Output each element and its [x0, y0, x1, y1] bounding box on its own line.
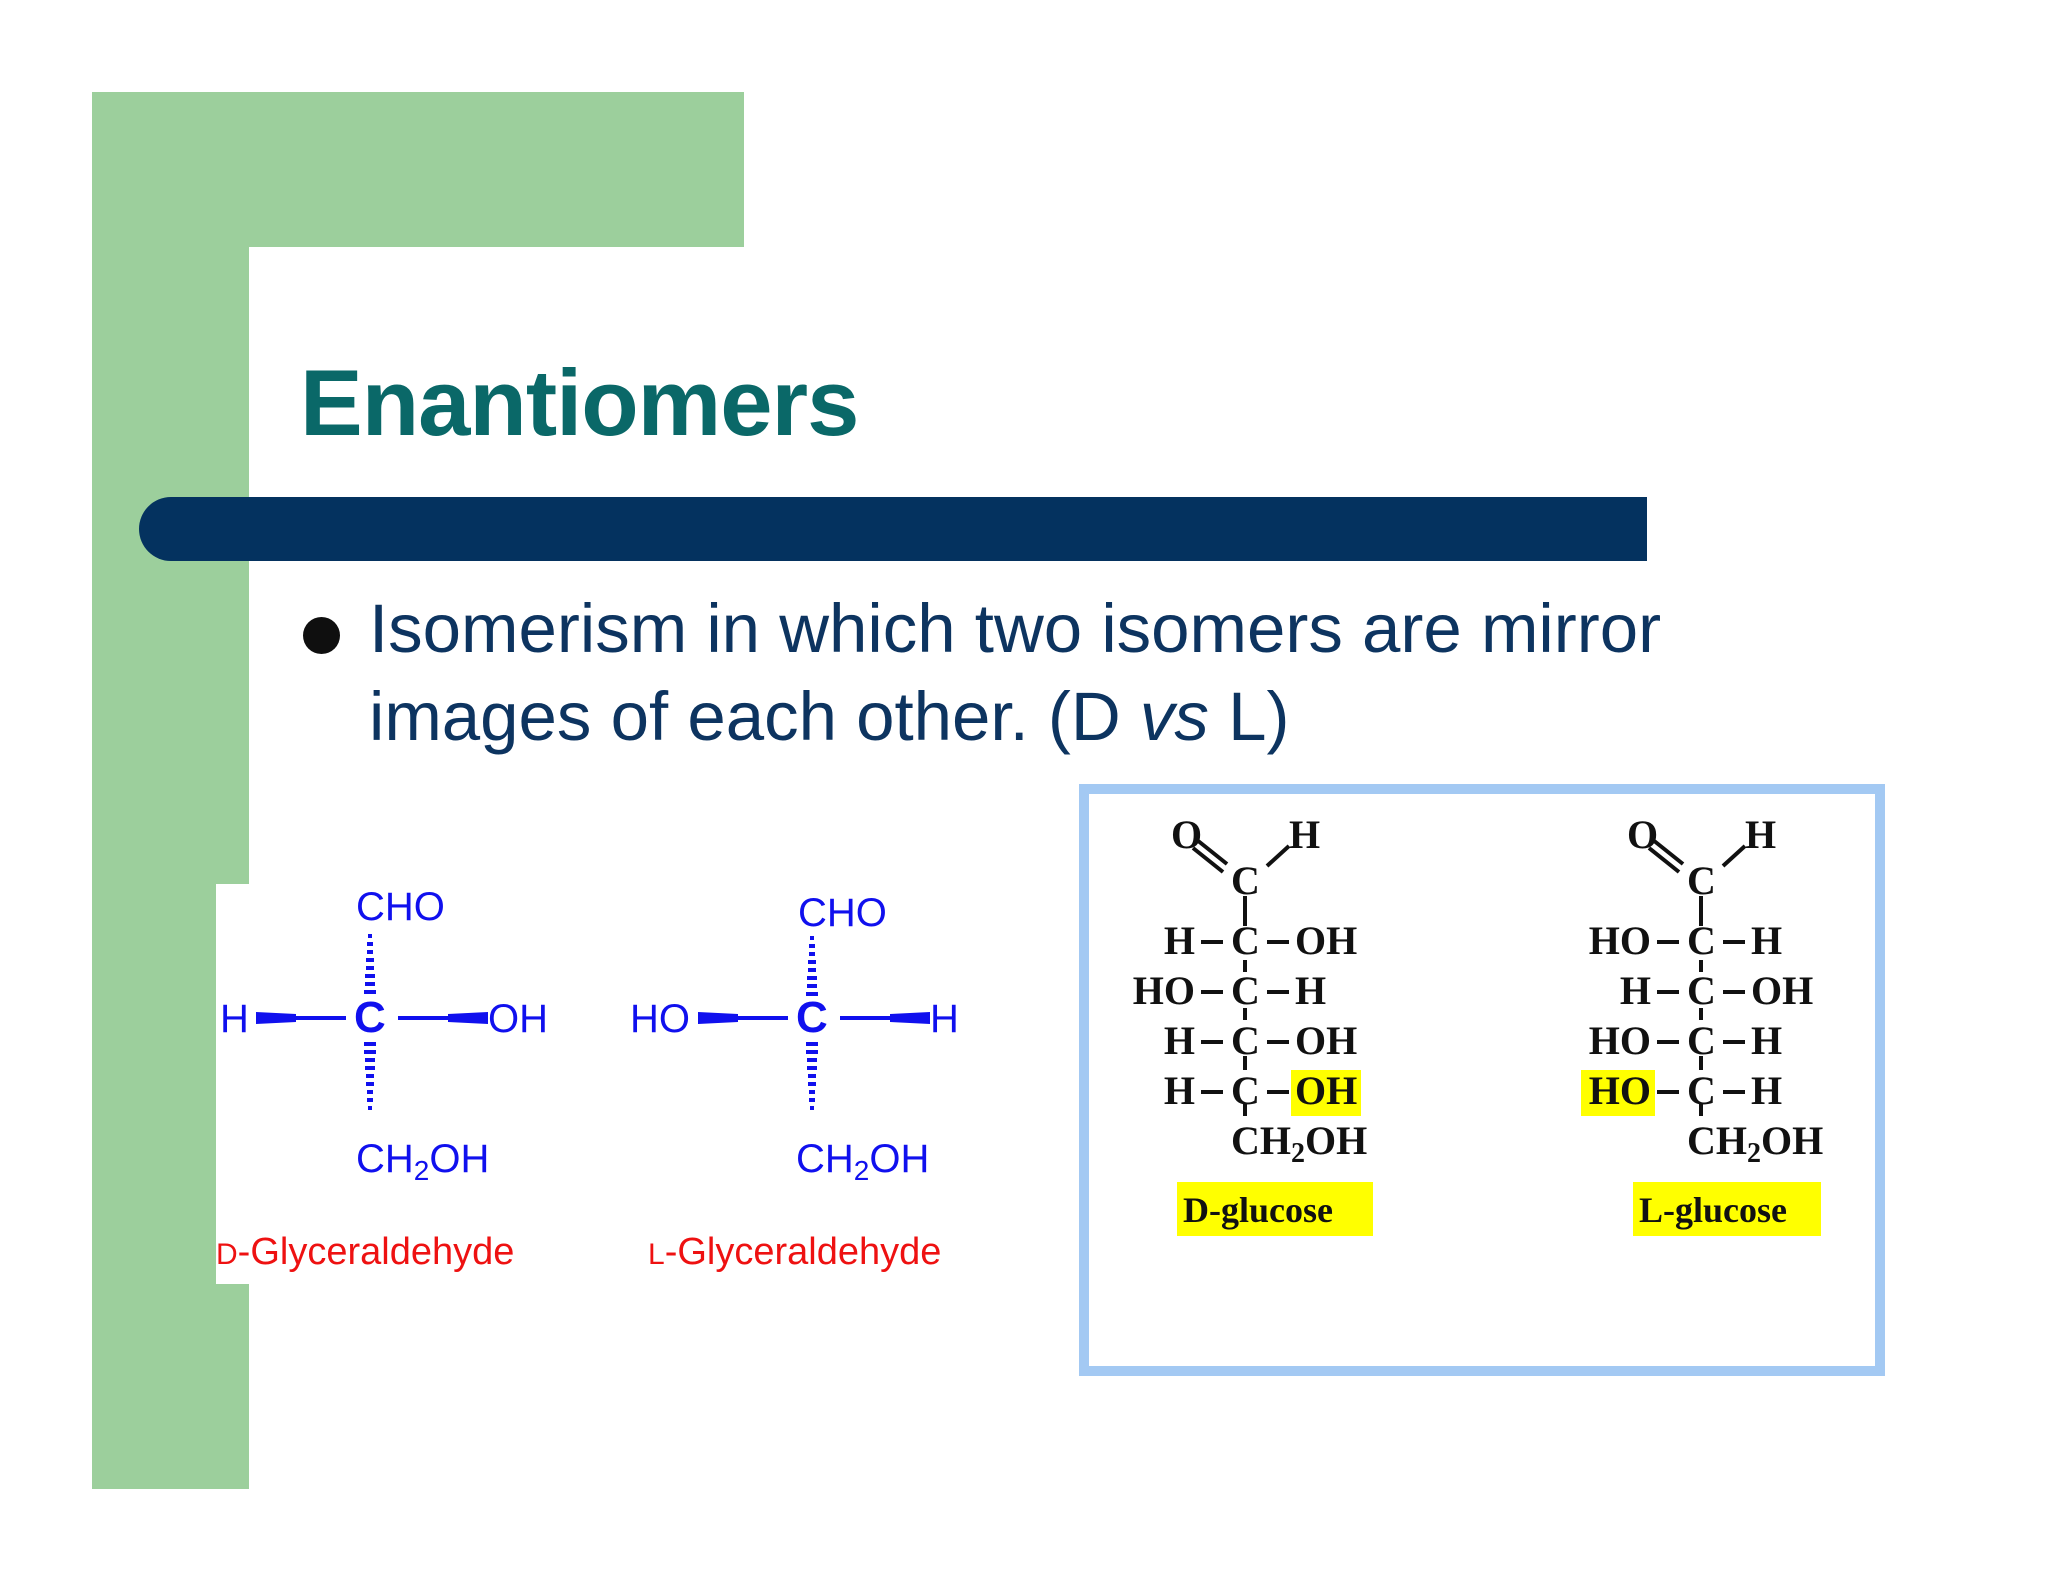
row-right-label: OH — [1751, 968, 1813, 1013]
hashed-bond-up — [364, 934, 376, 994]
glyceraldehyde-panel: CHO C H OH CH2OH D- — [216, 884, 996, 1284]
glyceraldehyde-diagram: CHO C H OH CH2OH D- — [216, 885, 959, 1273]
wedge-bond-left-line — [738, 1016, 788, 1020]
row-center-label: C — [1687, 1018, 1716, 1063]
row-right-label: H — [1751, 1068, 1782, 1113]
carbonyl-bonds — [1191, 838, 1291, 1116]
row-left-label: H — [1620, 968, 1651, 1013]
l-glyceraldehyde-name: L-Glyceraldehyde — [648, 1231, 941, 1273]
row-left-label: HO — [1589, 918, 1651, 963]
row-center-label: C — [1687, 1068, 1716, 1113]
row-left-label: HO — [1589, 1068, 1651, 1113]
bullet-text-end: L) — [1208, 678, 1290, 755]
bottom-group-label: CH2OH — [356, 1137, 489, 1186]
green-accent-left — [92, 247, 249, 1489]
hashed-bond-up — [806, 936, 818, 996]
row-left-label: HO — [1133, 968, 1195, 1013]
d-glyceraldehyde-name: D-Glyceraldehyde — [216, 1231, 514, 1273]
wedge-bond-left — [256, 1012, 296, 1024]
name-highlight — [1177, 1182, 1373, 1236]
highlight-box — [1291, 1070, 1361, 1116]
d-glucose-structure: O H C H C OH HO C H H — [1133, 812, 1373, 1236]
aldehyde-hydrogen-label: H — [1289, 812, 1320, 857]
row-center-label: C — [1231, 918, 1260, 963]
row-center-label: C — [1231, 1068, 1260, 1113]
wedge-bond-right-line — [840, 1016, 890, 1020]
slide-title: Enantiomers — [300, 350, 859, 455]
title-rule-bar — [139, 497, 1647, 561]
wedge-bond-right-line — [398, 1016, 448, 1020]
carbonyl-bonds — [1647, 838, 1747, 1116]
top-group-label: CHO — [798, 891, 887, 935]
row-left-label: H — [1164, 1068, 1195, 1113]
row-center-label: C — [1687, 968, 1716, 1013]
l-glucose-name: L-glucose — [1639, 1190, 1787, 1230]
bullet-text-italic: vs — [1139, 678, 1209, 755]
row-right-label: H — [1751, 1018, 1782, 1063]
hashed-bond-down — [364, 1042, 376, 1110]
bullet-text-main: Isomerism in which two isomers are mirro… — [369, 590, 1662, 755]
row-right-label: OH — [1295, 918, 1357, 963]
highlight-box — [1581, 1070, 1655, 1116]
left-group-label: H — [220, 997, 249, 1041]
bottom-group-label: CH2OH — [1687, 1118, 1823, 1169]
bullet-text: Isomerism in which two isomers are mirro… — [369, 585, 1749, 761]
row-right-label: OH — [1295, 1068, 1357, 1113]
glucose-diagram: O H C H C OH HO C H H — [1133, 812, 1823, 1236]
bullet-dot — [303, 617, 340, 654]
row-center-label: C — [1687, 918, 1716, 963]
row-center-label: C — [1231, 1018, 1260, 1063]
aldehyde-carbon-label: C — [1687, 858, 1716, 903]
row-center-label: C — [1231, 968, 1260, 1013]
name-highlight — [1633, 1182, 1821, 1236]
bottom-group-label: CH2OH — [1231, 1118, 1367, 1169]
row-right-label: OH — [1295, 1018, 1357, 1063]
wedge-bond-right — [890, 1012, 930, 1024]
right-group-label: OH — [488, 997, 548, 1041]
right-group-label: H — [930, 997, 959, 1041]
hashed-bond-down — [806, 1042, 818, 1110]
l-glyceraldehyde-structure: CHO C HO H CH2OH L-Glyceraldehyde — [630, 891, 959, 1273]
d-glyceraldehyde-structure: CHO C H OH CH2OH D- — [216, 885, 548, 1273]
row-left-label: H — [1164, 1018, 1195, 1063]
center-carbon-label: C — [796, 993, 828, 1042]
top-group-label: CHO — [356, 885, 445, 929]
d-glucose-name: D-glucose — [1183, 1190, 1333, 1230]
row-right-label: H — [1751, 918, 1782, 963]
glucose-frame: O H C H C OH HO C H H — [1079, 784, 1885, 1376]
center-carbon-label: C — [354, 993, 386, 1042]
wedge-bond-left — [698, 1012, 738, 1024]
row-right-label: H — [1295, 968, 1326, 1013]
wedge-bond-left-line — [296, 1016, 346, 1020]
left-group-label: HO — [630, 997, 690, 1041]
green-accent-top — [92, 92, 744, 247]
bottom-group-label: CH2OH — [796, 1137, 929, 1186]
wedge-bond-right — [448, 1012, 488, 1024]
l-glucose-structure: O H C HO C H H C OH HO — [1581, 812, 1823, 1236]
row-left-label: HO — [1589, 1018, 1651, 1063]
row-left-label: H — [1164, 918, 1195, 963]
aldehyde-carbon-label: C — [1231, 858, 1260, 903]
aldehyde-hydrogen-label: H — [1745, 812, 1776, 857]
